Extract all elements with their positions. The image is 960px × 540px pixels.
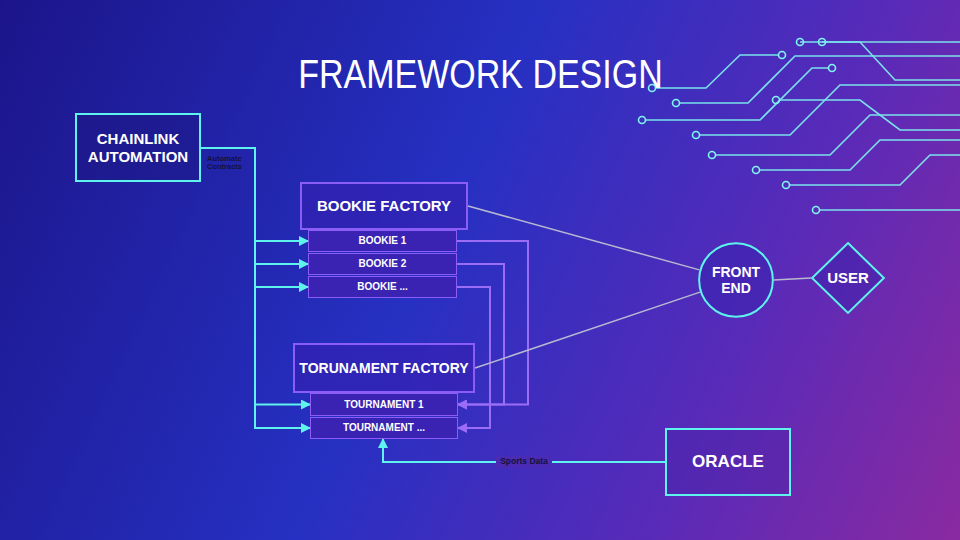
node-label: BOOKIE ...	[357, 281, 408, 293]
contract-box: BOOKIE ...	[308, 276, 457, 298]
edge-label: Automate Contracts	[207, 155, 249, 172]
automation-box: CHAINLINK AUTOMATION	[75, 113, 201, 182]
page-title: FRAMEWORK DESIGN	[0, 50, 960, 98]
connector	[774, 278, 811, 280]
connector	[468, 206, 699, 270]
node-label: BOOKIE 2	[359, 258, 407, 270]
edge-label: Sports Data	[496, 456, 552, 467]
node-label: TOURNAMENT 1	[344, 399, 423, 411]
node-label: TOURNAMENT ...	[343, 422, 425, 434]
contract-box: TOURNAMENT ...	[310, 417, 458, 439]
oracle-box: ORACLE	[665, 428, 791, 496]
contract-box: TOURNAMENT 1	[310, 393, 458, 416]
node-label: ORACLE	[692, 452, 764, 472]
title-text: FRAMEWORK DESIGN	[298, 50, 663, 98]
user-diamond: USER	[811, 242, 885, 314]
factory-box: BOOKIE FACTORY	[300, 182, 468, 230]
factory-box: TORUNAMENT FACTORY	[293, 343, 475, 393]
frontend-circle: FRONT END	[698, 242, 774, 318]
node-label: BOOKIE FACTORY	[317, 197, 451, 214]
node-label: USER	[827, 269, 869, 286]
node-label: CHAINLINK AUTOMATION	[83, 130, 193, 165]
node-label: TORUNAMENT FACTORY	[299, 360, 468, 376]
contract-box: BOOKIE 1	[308, 230, 457, 252]
node-label: FRONT END	[709, 264, 763, 296]
node-label: BOOKIE 1	[359, 235, 407, 247]
connector	[475, 292, 700, 368]
contract-box: BOOKIE 2	[308, 253, 457, 275]
